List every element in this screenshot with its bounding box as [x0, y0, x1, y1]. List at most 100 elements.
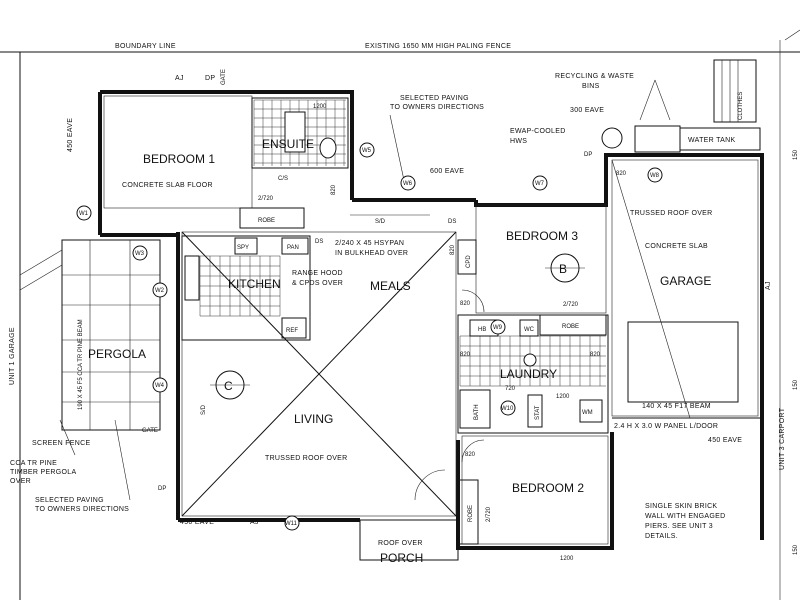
porch-label: PORCH — [380, 551, 423, 565]
roof-over-label: ROOF OVER — [378, 540, 423, 547]
aj-top-label: AJ — [175, 75, 184, 82]
dim-1200: 1200 — [313, 104, 327, 110]
window-tags: W1 W2 W3 W4 W5 W6 W7 W8 W9 W10 W11 — [76, 142, 663, 531]
svg-text:W8: W8 — [650, 173, 660, 179]
pan-label: PAN — [287, 245, 299, 251]
svg-text:W6: W6 — [403, 181, 413, 187]
stat-label: STAT — [535, 405, 541, 420]
gate-top-label: GATE — [221, 69, 227, 85]
dim-820-d: 820 — [616, 171, 627, 177]
water-tank-label: WATER TANK — [688, 137, 735, 144]
dim-820-a: 820 — [331, 184, 337, 195]
hsypan-label: 2/240 X 45 HSYPAN — [335, 240, 404, 247]
brick-label-3: PIERS. SEE UNIT 3 — [645, 523, 713, 530]
section-c-label: C — [224, 379, 233, 393]
cs-label: C/S — [278, 176, 288, 182]
svg-text:W3: W3 — [135, 251, 145, 257]
wc-label: WC — [524, 327, 535, 333]
gate-bottom-label: GATE — [142, 428, 158, 434]
svg-text:W11: W11 — [285, 521, 298, 527]
dim-1200b: 1200 — [556, 394, 570, 400]
dp-right-label: DP — [584, 152, 592, 158]
porch-area: ROOF OVER PORCH 450 EAVE AJ SINGLE SKIN … — [180, 503, 725, 565]
concrete-slab-label: CONCRETE SLAB — [645, 243, 708, 250]
ds-hall-label: DS — [315, 239, 323, 245]
living-label: LIVING — [294, 412, 333, 426]
robe-b2-label: ROBE — [468, 505, 474, 522]
hws-label: HWS — [510, 138, 527, 145]
svg-text:W9: W9 — [493, 325, 503, 331]
robe-b2 — [457, 479, 479, 545]
house-walls — [98, 90, 764, 550]
bedroom2-label: BEDROOM 2 — [512, 481, 584, 495]
clothes-label: CLOTHES — [738, 92, 744, 120]
selected-paving-top-1: SELECTED PAVING — [400, 95, 469, 102]
cca-label-3: OVER — [10, 478, 31, 485]
spy-label: SPY — [237, 245, 249, 251]
laundry-bath: HB WC LAUNDRY 720 820 820 1200 BATH STAT… — [457, 314, 609, 434]
dim-820-c: 820 — [460, 301, 471, 307]
window-tag-w6: W6 — [400, 175, 416, 191]
section-b-label: B — [559, 262, 567, 276]
bins-label: BINS — [582, 83, 600, 90]
svg-text:W1: W1 — [79, 211, 89, 217]
boundary-line-label: BOUNDARY LINE — [115, 43, 176, 50]
screen-fence-label: SCREEN FENCE — [32, 440, 90, 447]
section-marker-c: C — [210, 370, 250, 400]
kitchen: SPY PAN KITCHEN RANGE HOOD & CPDS OVER R… — [181, 235, 343, 341]
trussed-roof-garage-label: TRUSSED ROOF OVER — [630, 210, 713, 217]
dim-820-e: 820 — [460, 352, 471, 358]
window-tag-w9: W9 — [490, 319, 506, 335]
svg-text:W5: W5 — [362, 148, 372, 154]
brick-label-1: SINGLE SKIN BRICK — [645, 503, 717, 510]
window-tag-w1: W1 — [76, 205, 92, 221]
pergola-beam-label: 190 X 45 F5 CCA TR PINE BEAM — [78, 319, 84, 410]
dim-1200c: 1200 — [560, 556, 574, 562]
sd-hall-label: S/D — [375, 219, 386, 225]
svg-text:W7: W7 — [535, 181, 545, 187]
robe-b3-label: ROBE — [562, 324, 579, 330]
bath-label: BATH — [474, 404, 480, 420]
window-tag-w2: W2 — [152, 282, 168, 298]
dp-top-label: DP — [205, 75, 215, 82]
pergola-label: PERGOLA — [88, 347, 146, 361]
dim-150a: 150 — [793, 149, 799, 160]
rangehood-label-2: & CPDS OVER — [292, 280, 343, 287]
dim-820-f: 820 — [590, 352, 601, 358]
living: LIVING TRUSSED ROOF OVER S/D — [181, 231, 457, 517]
hb-label: HB — [478, 327, 486, 333]
sd-living-label: S/D — [201, 404, 207, 415]
dim-150c: 150 — [793, 544, 799, 555]
laundry-label: LAUNDRY — [500, 367, 557, 381]
brick-label-4: DETAILS. — [645, 533, 678, 540]
evap-cooled-label: EWAP-COOLED — [510, 128, 566, 135]
bulkhead-label: IN BULKHEAD OVER — [335, 250, 408, 257]
paving-bottom-label-1: SELECTED PAVING — [35, 497, 104, 504]
eave-450-bottom: 450 EAVE — [180, 519, 214, 526]
window-tag-w10: W10 — [500, 400, 516, 416]
cca-label-1: CCA TR PINE — [10, 460, 57, 467]
kitchen-label: KITCHEN — [228, 277, 281, 291]
unit1-garage-label: UNIT 1 GARAGE — [9, 327, 16, 385]
bedroom2: BEDROOM 2 ROBE 2/720 820 — [457, 435, 609, 545]
bedroom3-label: BEDROOM 3 — [506, 229, 578, 243]
paling-fence-label: EXISTING 1650 MM HIGH PALING FENCE — [365, 43, 511, 50]
svg-text:W2: W2 — [155, 288, 165, 294]
garage: TRUSSED ROOF OVER CONCRETE SLAB GARAGE 1… — [611, 149, 799, 555]
unit3-carport-label: UNIT 3 CARPORT — [779, 407, 786, 470]
selected-paving-top-2: TO OWNERS DIRECTIONS — [390, 104, 484, 111]
dim-820-b: 820 — [450, 244, 456, 255]
dim-2720-a: 2/720 — [258, 196, 274, 202]
bedroom1-label: BEDROOM 1 — [143, 152, 215, 166]
svg-text:W10: W10 — [501, 406, 514, 412]
dim-720: 720 — [505, 386, 516, 392]
garage-label: GARAGE — [660, 274, 711, 288]
window-tag-w5: W5 — [359, 142, 375, 158]
aj-bottom-label: AJ — [250, 519, 259, 526]
ensuite-label: ENSUITE — [262, 137, 314, 151]
pergola-area: PERGOLA 190 X 45 F5 CCA TR PINE BEAM UNI… — [9, 239, 166, 513]
services: RECYCLING & WASTE BINS 300 EAVE EWAP-COO… — [510, 59, 761, 158]
eave-300-label: 300 EAVE — [570, 107, 604, 114]
ds-hall-right-label: DS — [448, 219, 456, 225]
dp-bottom-label: DP — [158, 486, 166, 492]
